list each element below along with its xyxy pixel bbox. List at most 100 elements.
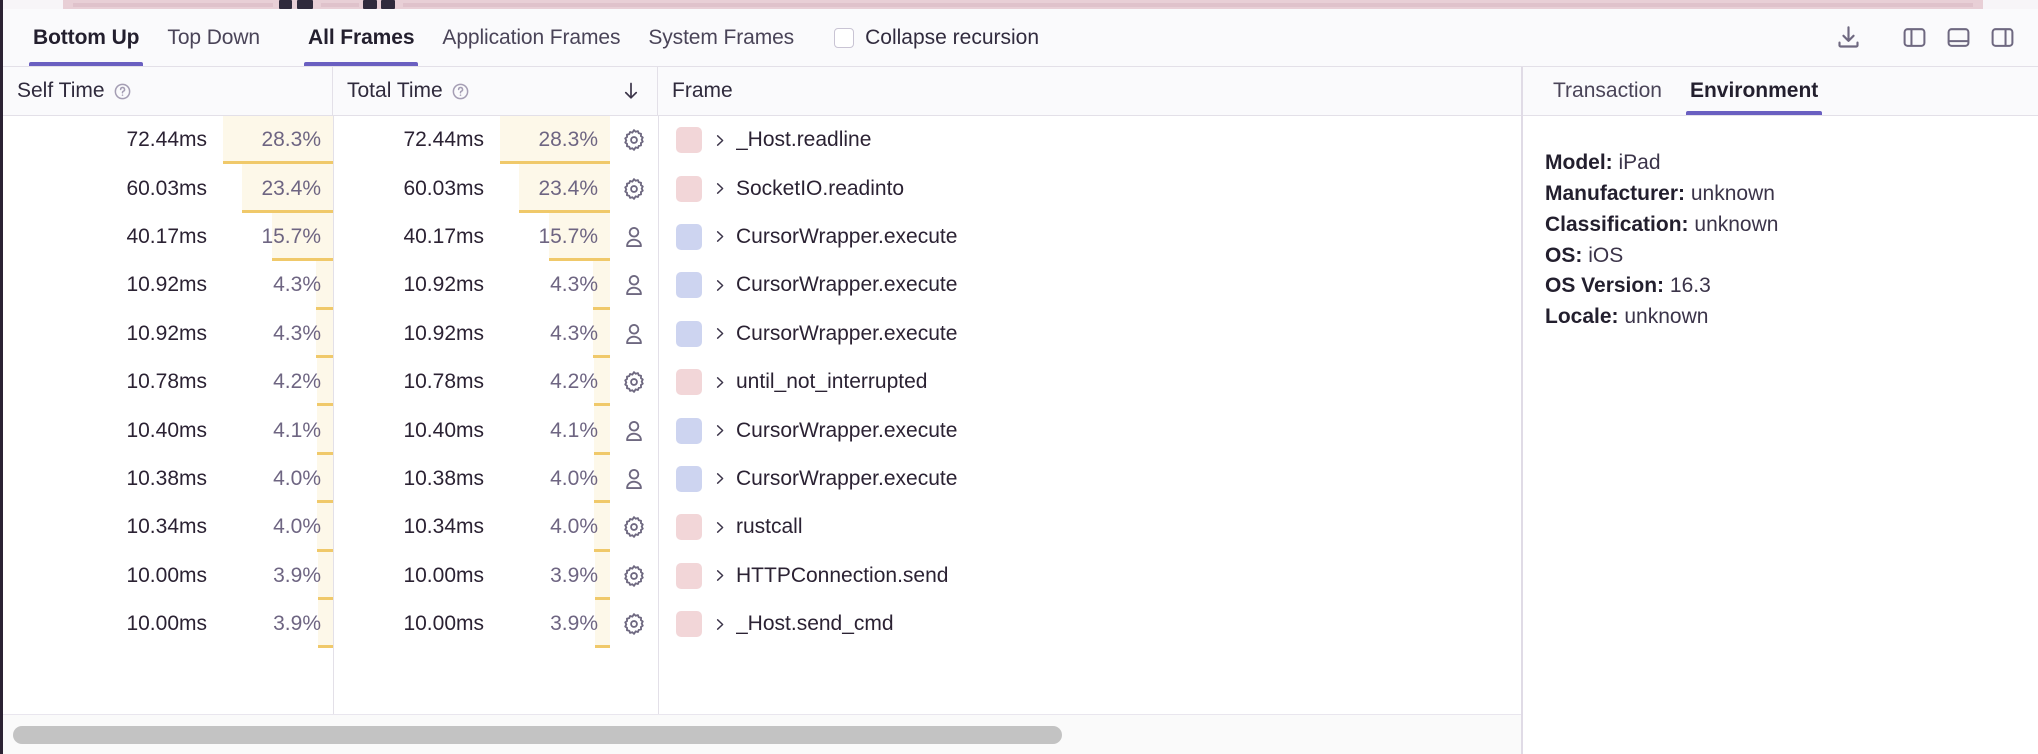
- self-time-value: 72.44ms: [126, 128, 207, 152]
- total-time-value: 10.00ms: [403, 612, 484, 636]
- gear-icon[interactable]: [610, 164, 658, 212]
- expand-caret-icon[interactable]: [702, 278, 736, 293]
- column-header-self-time[interactable]: Self Time: [3, 67, 333, 115]
- total-time-percent-label: 4.2%: [550, 370, 598, 394]
- frame-color-swatch: [676, 320, 702, 347]
- cell-frame: rustcall: [658, 503, 1521, 551]
- total-time-percent-label: 15.7%: [538, 224, 598, 248]
- horizontal-scrollbar-thumb[interactable]: [13, 725, 1062, 744]
- total-time-value: 72.44ms: [403, 128, 484, 152]
- tab-bottom-up-label: Bottom Up: [33, 25, 140, 49]
- self-time-value: 10.00ms: [126, 563, 207, 587]
- person-icon[interactable]: [610, 406, 658, 454]
- frame-color-swatch: [676, 175, 702, 202]
- self-time-percent: 15.7%: [223, 212, 333, 262]
- tab-all-frames[interactable]: All Frames: [294, 9, 428, 66]
- total-time-percent: 15.7%: [500, 212, 610, 262]
- expand-caret-icon[interactable]: [702, 423, 736, 438]
- tab-transaction[interactable]: Transaction: [1539, 67, 1676, 115]
- collapse-recursion-label: Collapse recursion: [865, 25, 1040, 49]
- frame-color-swatch: [676, 223, 702, 250]
- tab-bottom-up[interactable]: Bottom Up: [19, 9, 153, 66]
- gear-icon[interactable]: [610, 552, 658, 600]
- cell-total-time: 10.92ms 4.3%: [333, 261, 658, 310]
- download-icon[interactable]: [1826, 16, 1870, 60]
- table-row[interactable]: 72.44ms 28.3% 72.44ms 28.3% _Host.readline: [3, 116, 1521, 165]
- total-time-percent-label: 4.1%: [550, 418, 598, 442]
- collapse-recursion-toggle[interactable]: Collapse recursion: [834, 9, 1039, 66]
- expand-caret-icon[interactable]: [702, 133, 736, 148]
- column-header-self-time-label: Self Time: [17, 79, 105, 102]
- gear-icon[interactable]: [610, 600, 658, 648]
- expand-caret-icon[interactable]: [702, 181, 736, 196]
- cell-frame: CursorWrapper.execute: [658, 406, 1521, 454]
- self-time-percent: 28.3%: [223, 116, 333, 165]
- person-icon[interactable]: [610, 213, 658, 261]
- column-header-frame[interactable]: Frame: [658, 67, 1521, 115]
- toolbar-icon-group: [1826, 9, 2038, 66]
- self-time-percent: 4.2%: [223, 357, 333, 407]
- layout-bottom-panel-icon[interactable]: [1936, 16, 1980, 60]
- total-time-percent-bar: [519, 164, 610, 213]
- expand-caret-icon[interactable]: [702, 520, 736, 535]
- help-icon[interactable]: [451, 82, 470, 101]
- expand-caret-icon[interactable]: [702, 471, 736, 486]
- environment-value: iPad: [1618, 151, 1661, 174]
- self-time-percent: 4.1%: [223, 406, 333, 455]
- self-time-value: 10.92ms: [126, 321, 207, 345]
- expand-caret-icon[interactable]: [702, 617, 736, 632]
- frame-name: CursorWrapper.execute: [736, 321, 958, 345]
- self-time-percent-bar: [271, 212, 333, 262]
- environment-row: OS Version: 16.3: [1545, 271, 2038, 302]
- total-time-value: 10.38ms: [403, 466, 484, 490]
- layout-left-panel-icon[interactable]: [1892, 16, 1936, 60]
- total-time-percent: 4.1%: [500, 406, 610, 455]
- total-time-percent-label: 4.3%: [550, 273, 598, 297]
- tab-system-frames[interactable]: System Frames: [634, 9, 808, 66]
- cell-frame: CursorWrapper.execute: [658, 261, 1521, 309]
- gear-icon[interactable]: [610, 503, 658, 551]
- frame-color-swatch: [676, 514, 702, 541]
- self-time-percent-bar: [242, 164, 333, 213]
- expand-caret-icon[interactable]: [702, 326, 736, 341]
- tab-application-frames[interactable]: Application Frames: [428, 9, 634, 66]
- column-header-total-time[interactable]: Total Time: [333, 67, 658, 115]
- gear-icon[interactable]: [610, 358, 658, 406]
- horizontal-scrollbar[interactable]: [3, 714, 1521, 754]
- toolbar-spacer: [1039, 9, 1826, 66]
- flamegraph-strip[interactable]: [3, 0, 2038, 9]
- environment-key: OS Version:: [1545, 274, 1665, 298]
- tab-environment[interactable]: Environment: [1676, 67, 1832, 115]
- person-icon[interactable]: [610, 455, 658, 503]
- collapse-recursion-checkbox[interactable]: [834, 27, 855, 48]
- expand-caret-icon[interactable]: [702, 375, 736, 390]
- help-icon[interactable]: [113, 82, 132, 101]
- frame-name: _Host.readline: [736, 128, 872, 152]
- tab-top-down[interactable]: Top Down: [153, 9, 274, 66]
- person-icon[interactable]: [610, 310, 658, 358]
- sort-descending-icon[interactable]: [619, 79, 643, 103]
- gear-icon[interactable]: [610, 116, 658, 164]
- expand-caret-icon[interactable]: [702, 568, 736, 583]
- expand-caret-icon[interactable]: [702, 229, 736, 244]
- person-icon[interactable]: [610, 261, 658, 309]
- environment-row: Classification: unknown: [1545, 210, 2038, 241]
- environment-key: Manufacturer:: [1545, 181, 1686, 205]
- total-time-percent: 28.3%: [500, 116, 610, 165]
- total-time-percent-bar: [594, 551, 610, 600]
- layout-right-panel-icon[interactable]: [1980, 16, 2024, 60]
- total-time-value: 10.92ms: [403, 273, 484, 297]
